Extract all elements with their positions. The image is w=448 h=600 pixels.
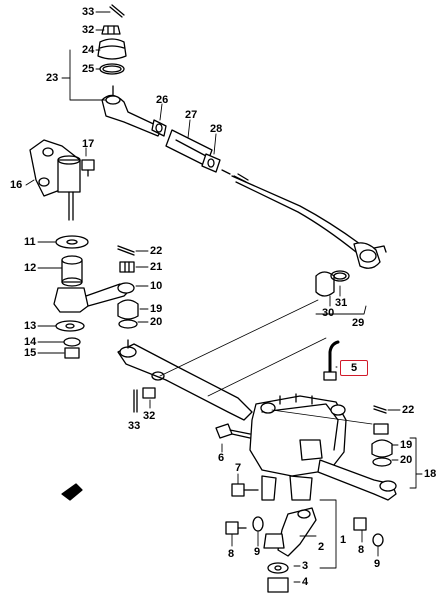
callout-33-lower: 33 bbox=[128, 420, 141, 432]
cotter-pin-33 bbox=[109, 4, 125, 18]
idler-bracket-16 bbox=[29, 139, 81, 221]
callout-7: 7 bbox=[235, 462, 242, 474]
center-link bbox=[117, 339, 253, 421]
steering-gear-box bbox=[249, 393, 347, 501]
callout-22: 22 bbox=[150, 245, 163, 257]
nut-4 bbox=[267, 577, 289, 593]
callout-20: 20 bbox=[150, 316, 163, 328]
pitman-ball-joint bbox=[263, 533, 285, 549]
callout-31: 31 bbox=[335, 297, 348, 309]
callout-4: 4 bbox=[302, 576, 309, 588]
boot-19-left bbox=[117, 299, 139, 320]
callout-8-left: 8 bbox=[228, 548, 235, 560]
pitman-arm-2 bbox=[277, 507, 317, 557]
washer-11 bbox=[55, 235, 89, 249]
clip-20-left bbox=[118, 319, 138, 329]
washer-9-right bbox=[372, 533, 384, 547]
callout-6: 6 bbox=[218, 452, 225, 464]
front-arrow bbox=[61, 483, 83, 501]
callout-32-lower: 32 bbox=[143, 410, 156, 422]
callout-14: 14 bbox=[24, 336, 37, 348]
bolt-8-right bbox=[353, 517, 367, 531]
bolt-7 bbox=[231, 483, 259, 497]
clip-ring-25 bbox=[99, 63, 125, 75]
callout-16: 16 bbox=[10, 179, 23, 191]
clip-31 bbox=[330, 270, 350, 282]
callout-9-left: 9 bbox=[254, 546, 261, 558]
callout-33: 33 bbox=[82, 6, 95, 18]
callout-1: 1 bbox=[340, 534, 347, 546]
bolt-6 bbox=[215, 423, 251, 439]
lock-nut-26 bbox=[151, 119, 167, 137]
callout-20-right: 20 bbox=[400, 454, 413, 466]
callout-17: 17 bbox=[82, 138, 95, 150]
washer-14 bbox=[63, 337, 81, 347]
bolt-8-left bbox=[225, 521, 247, 535]
callout-26: 26 bbox=[156, 94, 169, 106]
callout-27: 27 bbox=[185, 109, 198, 121]
nut-15 bbox=[64, 347, 80, 359]
callout-3: 3 bbox=[302, 560, 309, 572]
callout-19: 19 bbox=[150, 303, 163, 315]
callout-5-highlighted: 5 bbox=[340, 360, 368, 376]
idler-arm-10 bbox=[53, 282, 135, 313]
castle-nut-21-left bbox=[119, 261, 135, 273]
bolt-17 bbox=[81, 159, 95, 177]
castle-nut-32 bbox=[101, 25, 121, 35]
callout-19-right: 19 bbox=[400, 439, 413, 451]
boot-30 bbox=[315, 271, 335, 297]
lock-nut-28 bbox=[201, 153, 221, 173]
cotter-pin-22-right bbox=[373, 405, 387, 414]
callout-21: 21 bbox=[150, 261, 163, 273]
callout-23: 23 bbox=[46, 72, 59, 84]
callout-10: 10 bbox=[150, 280, 163, 292]
callout-9-right: 9 bbox=[374, 558, 381, 570]
castle-nut-21-right bbox=[373, 423, 389, 435]
callout-29: 29 bbox=[352, 317, 365, 329]
tie-rod-long bbox=[221, 169, 361, 253]
cotter-pin-33-lower bbox=[133, 389, 138, 413]
callout-2: 2 bbox=[318, 541, 325, 553]
callout-8-right: 8 bbox=[358, 544, 365, 556]
callout-25: 25 bbox=[82, 63, 95, 75]
clip-20-right bbox=[372, 457, 392, 467]
tie-rod-18 bbox=[317, 459, 397, 501]
callout-12: 12 bbox=[24, 262, 37, 274]
reference-lines bbox=[159, 299, 373, 425]
washer-13 bbox=[55, 320, 85, 332]
callout-13: 13 bbox=[24, 320, 37, 332]
callout-leaders bbox=[25, 11, 423, 583]
callout-22-right: 22 bbox=[402, 404, 415, 416]
callout-24: 24 bbox=[82, 44, 95, 56]
bushing-12 bbox=[61, 255, 83, 287]
callout-11: 11 bbox=[24, 236, 36, 248]
callout-18: 18 bbox=[424, 468, 437, 480]
callout-32: 32 bbox=[82, 24, 95, 36]
washer-3 bbox=[267, 562, 289, 574]
washer-9-left bbox=[252, 516, 264, 532]
tie-rod-end-29 bbox=[353, 242, 387, 269]
castle-nut-32-lower bbox=[142, 387, 156, 399]
callout-30: 30 bbox=[322, 307, 335, 319]
callout-15: 15 bbox=[24, 347, 37, 359]
pipe-5 bbox=[323, 340, 340, 381]
cotter-pin-22-left bbox=[117, 245, 135, 256]
callout-28: 28 bbox=[210, 123, 223, 135]
boot-19-right bbox=[371, 439, 393, 458]
dust-boot-24 bbox=[97, 38, 127, 60]
